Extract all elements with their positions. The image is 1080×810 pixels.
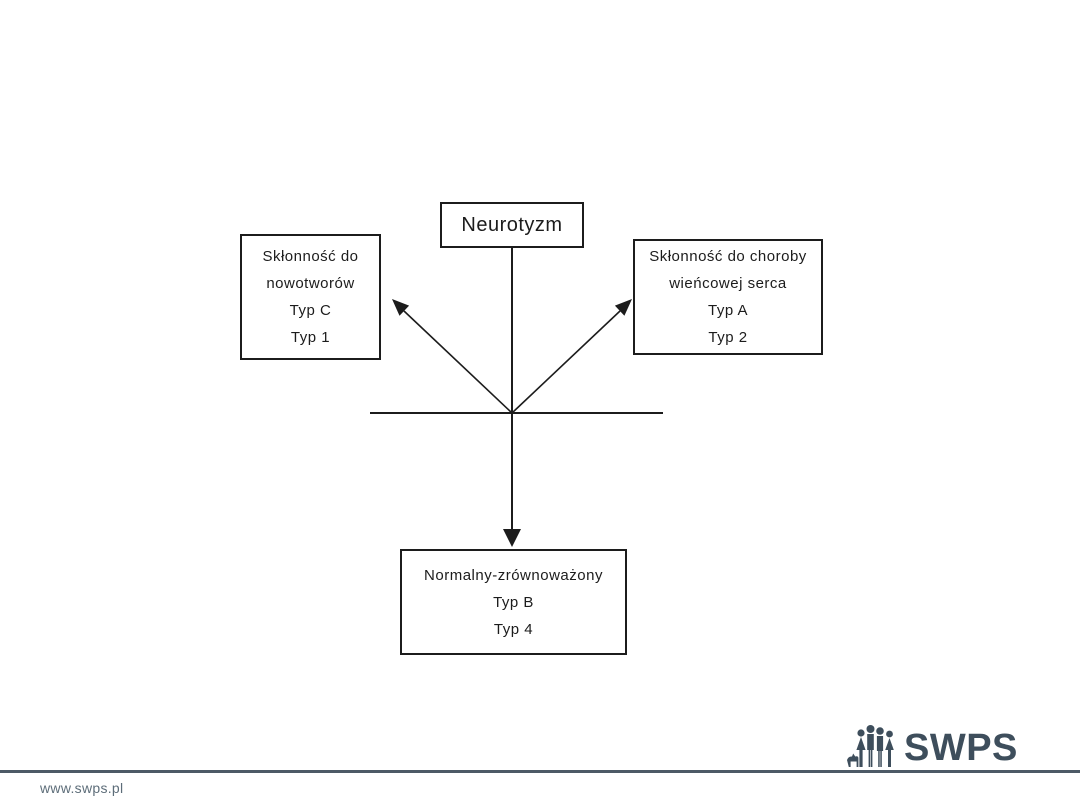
- normal-balanced-box: Normalny-zrównoważony Typ B Typ 4: [400, 549, 627, 655]
- neurotyzm-box: Neurotyzm: [440, 202, 584, 248]
- neurotyzm-label: Neurotyzm: [461, 213, 563, 236]
- cancer-box-line: nowotworów: [266, 275, 355, 292]
- website-link: www.swps.pl: [40, 780, 124, 796]
- coronary-box-line: wieńcowej serca: [669, 275, 787, 292]
- swps-wordmark: SWPS: [904, 727, 1018, 769]
- coronary-box-line: Typ 2: [708, 329, 748, 346]
- normal-box-line: Normalny-zrównoważony: [424, 566, 603, 584]
- cancer-box-line: Typ 1: [290, 329, 331, 346]
- family-silhouette-icon: [847, 725, 894, 767]
- coronary-box-line: Typ A: [707, 302, 749, 319]
- footer-divider: [0, 770, 1080, 773]
- cancer-box-line: Skłonność do: [262, 248, 359, 265]
- cancer-box-line: Typ C: [289, 302, 332, 319]
- normal-box-line: Typ B: [493, 593, 534, 611]
- swps-logo: SWPS: [846, 724, 1018, 770]
- normal-box-line: Typ 4: [493, 620, 534, 638]
- coronary-box-line: Skłonność do choroby: [649, 248, 807, 265]
- cancer-proneness-box: Skłonność do nowotworów Typ C Typ 1: [240, 234, 381, 360]
- coronary-proneness-box: Skłonność do choroby wieńcowej serca Typ…: [633, 239, 823, 355]
